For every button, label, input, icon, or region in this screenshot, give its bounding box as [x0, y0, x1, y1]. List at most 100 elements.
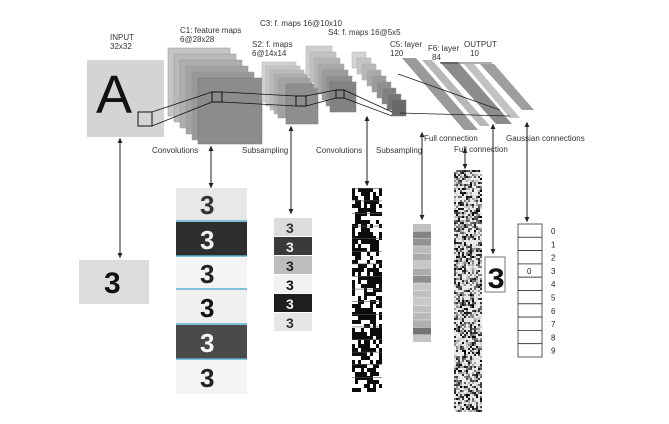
s4-tile [413, 335, 431, 342]
c5-cell [476, 342, 478, 344]
c3-cell [364, 276, 367, 280]
c5-cell [454, 376, 456, 378]
c5-cell [456, 266, 458, 268]
c3-cell [370, 276, 373, 280]
c5-cell [478, 230, 480, 232]
c5-cell [472, 268, 474, 270]
c5-cell [470, 224, 472, 226]
c3-cell [373, 264, 376, 268]
c3-cell [376, 240, 379, 244]
c3-cell [352, 360, 355, 364]
c3-cell [370, 188, 373, 192]
c5-cell [476, 238, 478, 240]
c5-cell [470, 222, 472, 224]
c5-cell [460, 330, 462, 332]
c5-cell [478, 216, 480, 218]
c3-cell [379, 188, 382, 192]
c3-cell [361, 348, 364, 352]
c5-cell [458, 188, 460, 190]
op-full-connection-2: Full connection [454, 145, 508, 154]
c5-cell [478, 258, 480, 260]
c5-cell [468, 252, 470, 254]
operation-labels: Convolutions Subsampling Convolutions Su… [152, 134, 585, 155]
c5-cell [478, 244, 480, 246]
c3-cell [367, 240, 370, 244]
c5-cell [462, 358, 464, 360]
c5-cell [454, 196, 456, 198]
c5-cell [458, 334, 460, 336]
projection-line [151, 101, 213, 127]
c5-cell [478, 392, 480, 394]
output-class-label: 3 [551, 267, 556, 276]
c5-cell [476, 320, 478, 322]
c5-cell [468, 212, 470, 214]
c5-cell [468, 356, 470, 358]
c5-cell [478, 270, 480, 272]
c5-cell [460, 184, 462, 186]
projection-line [305, 89, 337, 97]
c5-cell [474, 176, 476, 178]
c3-cell [358, 244, 361, 248]
c3-cell [367, 380, 370, 384]
c5-cell [454, 380, 456, 382]
c5-label: C5: layer [390, 40, 422, 49]
c5-cell [454, 264, 456, 266]
c5-cell [478, 294, 480, 296]
c3-cell [355, 268, 358, 272]
c3-cell [358, 252, 361, 256]
c5-cell [454, 172, 456, 174]
c5-cell [472, 238, 474, 240]
c5-cell [456, 284, 458, 286]
c5-cell [462, 260, 464, 262]
c5-cell [460, 400, 462, 402]
c5-cell [462, 310, 464, 312]
c5-cell [474, 218, 476, 220]
c5-cell [480, 386, 482, 388]
c5-cell [478, 192, 480, 194]
c5-cell [468, 390, 470, 392]
c5-cell [480, 410, 482, 412]
c3-cell [379, 288, 382, 292]
c5-cell [460, 174, 462, 176]
c5-cell [480, 200, 482, 202]
c5-cell [458, 348, 460, 350]
c5-cell [460, 182, 462, 184]
c5-cell [462, 318, 464, 320]
c5-cell [456, 210, 458, 212]
c5-cell [466, 260, 468, 262]
c5-cell [458, 204, 460, 206]
c5-cell [468, 410, 470, 412]
c5-cell [468, 288, 470, 290]
c5-cell [454, 330, 456, 332]
output-class-label: 4 [551, 280, 556, 289]
c3-cell [370, 244, 373, 248]
c3-cell [352, 352, 355, 356]
c5-cell [458, 388, 460, 390]
c5-cell [476, 216, 478, 218]
c3-cell [370, 284, 373, 288]
c5-cell [454, 290, 456, 292]
c5-cell [466, 210, 468, 212]
c5-cell [466, 370, 468, 372]
c5-cell [468, 182, 470, 184]
c5-cell [466, 384, 468, 386]
c5-cell [470, 206, 472, 208]
c5-cell [474, 280, 476, 282]
c5-cell [460, 326, 462, 328]
c5-cell [470, 358, 472, 360]
c5-cell [472, 306, 474, 308]
c3-cell [373, 380, 376, 384]
c5-cell [462, 272, 464, 274]
c5-cell [470, 342, 472, 344]
c5-cell [462, 352, 464, 354]
c3-cell [361, 364, 364, 368]
s4-tile [413, 320, 431, 328]
c3-cell [373, 244, 376, 248]
input-map [87, 60, 164, 137]
c5-cell [462, 226, 464, 228]
c5-cell [464, 206, 466, 208]
c5-cell [462, 240, 464, 242]
c5-cell [478, 346, 480, 348]
c5-cell [470, 228, 472, 230]
c5-cell [468, 276, 470, 278]
